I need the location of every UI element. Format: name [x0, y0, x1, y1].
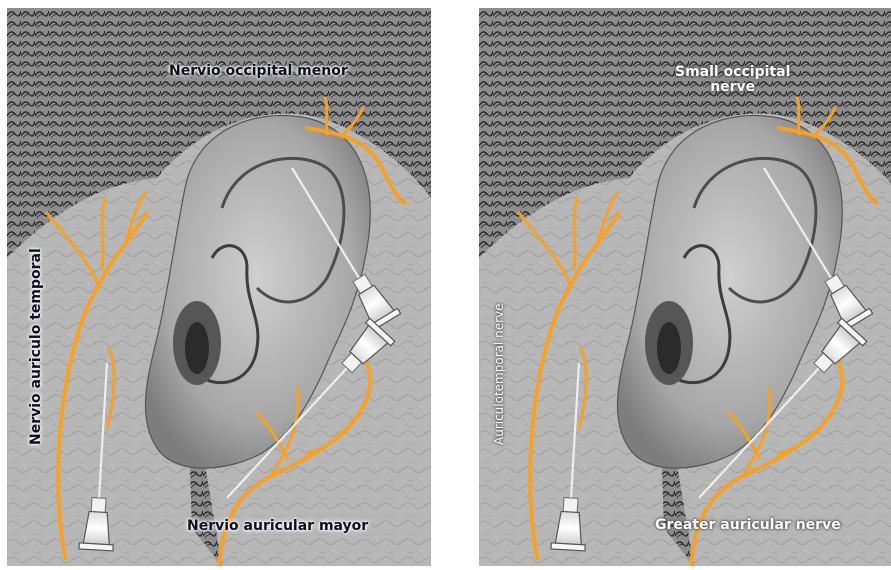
- auriculotemporal-nerve-label-en: Auriculotemporal nerve: [493, 303, 506, 445]
- right-ear-canal-inner: [657, 322, 681, 374]
- greater-auricular-nerve-label: Nervio auricular mayor: [187, 519, 368, 534]
- right-illustration-panel: Small occipital nerve Auriculotemporal n…: [479, 8, 891, 566]
- right-occipital-branch-1: [797, 98, 799, 134]
- left-ear-canal-inner: [185, 322, 209, 374]
- small-occipital-nerve-label: Small occipital nerve: [675, 65, 790, 96]
- small-occipital-nerve-label-line2: nerve: [675, 80, 790, 95]
- ear-illustration-left: [7, 8, 431, 566]
- auriculotemporal-nerve-label: Nervio auriculo temporal: [29, 248, 44, 445]
- left-illustration-panel: Nervio occipital menor Nervio auriculo t…: [7, 8, 431, 566]
- greater-auricular-nerve-label-en: Greater auricular nerve: [655, 518, 841, 533]
- left-occipital-branch-1: [325, 98, 327, 134]
- occipital-nerve-label: Nervio occipital menor: [169, 64, 348, 79]
